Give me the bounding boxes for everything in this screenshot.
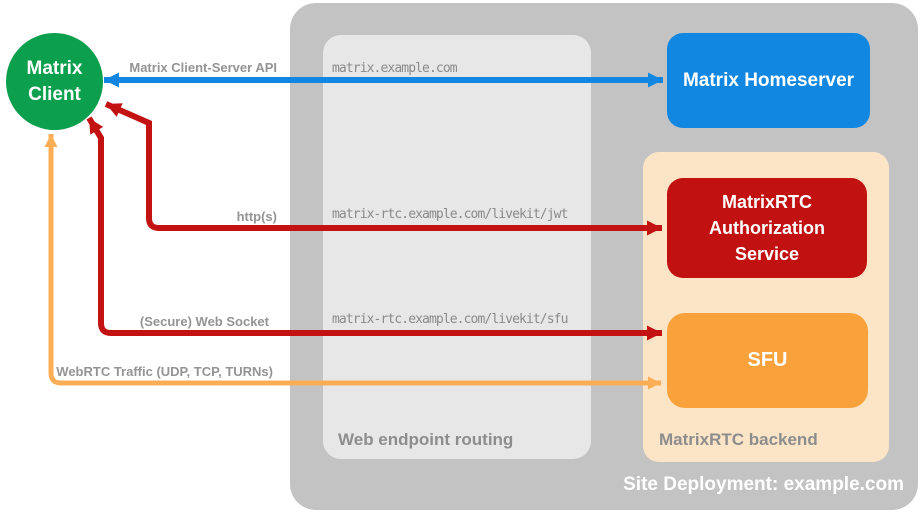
matrixrtc-backend-label: MatrixRTC backend — [659, 430, 818, 449]
site-deployment-label: Site Deployment: example.com — [623, 474, 904, 495]
web-endpoint-routing-label: Web endpoint routing — [338, 430, 514, 449]
web-socket-arrow-label: (Secure) Web Socket — [139, 314, 269, 329]
matrixrtc-auth-service-label: MatrixRTC Authorization Service — [709, 191, 825, 265]
sfu-label: SFU — [747, 349, 788, 371]
endpoint-livekit-jwt: matrix-rtc.example.com/livekit/jwt — [332, 207, 568, 222]
endpoint-livekit-sfu: matrix-rtc.example.com/livekit/sfu — [332, 312, 568, 327]
https-arrow-label: http(s) — [236, 209, 277, 224]
matrix-homeserver-label: Matrix Homeserver — [682, 69, 855, 91]
webrtc-traffic-arrow-label: WebRTC Traffic (UDP, TCP, TURNs) — [56, 364, 273, 379]
web-endpoint-routing-box: Web endpoint routing — [323, 35, 591, 459]
endpoint-matrix-domain: matrix.example.com — [332, 61, 458, 76]
client-server-api-arrow-label: Matrix Client-Server API — [129, 60, 277, 75]
matrix-homeserver-node: Matrix Homeserver — [667, 33, 870, 128]
matrix-client-label: Matrix Client — [26, 57, 83, 105]
matrixrtc-auth-service-node: MatrixRTC Authorization Service — [667, 178, 867, 278]
sfu-node: SFU — [667, 313, 868, 408]
matrix-client-node: Matrix Client — [6, 33, 103, 130]
